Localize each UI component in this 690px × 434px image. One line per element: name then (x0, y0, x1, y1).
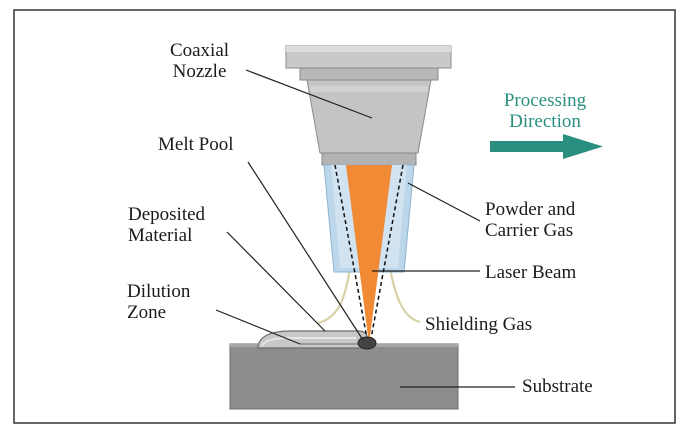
label-processing-direction-line2: Direction (509, 111, 581, 132)
laser-beam (346, 165, 392, 344)
label-substrate: Substrate (522, 376, 593, 397)
label-deposited-material-line1: Deposited (128, 204, 206, 225)
substrate (229, 343, 459, 410)
label-powder-gas: Powder and Carrier Gas (485, 199, 575, 241)
label-dilution-zone-line1: Dilution (127, 281, 191, 302)
label-dilution-zone: Dilution Zone (127, 281, 190, 323)
processing-direction-arrow (490, 134, 603, 159)
leader-lines (215, 69, 515, 388)
label-powder-gas-line2: Carrier Gas (485, 220, 574, 241)
leader-melt-pool (247, 161, 364, 341)
label-processing-direction: Processing Direction (486, 90, 604, 132)
label-coaxial-nozzle-line1: Coaxial (169, 40, 230, 61)
melt-pool (357, 336, 377, 350)
label-melt-pool: Melt Pool (158, 134, 234, 155)
leader-dilution-zone (215, 309, 301, 345)
leader-coaxial-nozzle (245, 69, 373, 119)
deposited-material-bead (257, 330, 369, 349)
label-deposited-material-line2: Material (128, 225, 193, 246)
powder-stream-lines (334, 164, 404, 345)
label-coaxial-nozzle-line2: Nozzle (172, 61, 227, 82)
label-processing-direction-line1: Processing (503, 90, 587, 111)
label-powder-gas-line1: Powder and (485, 199, 576, 220)
shielding-gas-streams (317, 267, 421, 325)
label-coaxial-nozzle: Coaxial Nozzle (152, 40, 247, 82)
leader-deposited-material (226, 231, 326, 332)
label-deposited-material: Deposited Material (128, 204, 205, 246)
label-shielding-gas: Shielding Gas (425, 314, 533, 335)
label-laser-beam: Laser Beam (485, 262, 577, 283)
leader-powder-gas (407, 182, 481, 222)
label-dilution-zone-line2: Zone (127, 302, 167, 323)
